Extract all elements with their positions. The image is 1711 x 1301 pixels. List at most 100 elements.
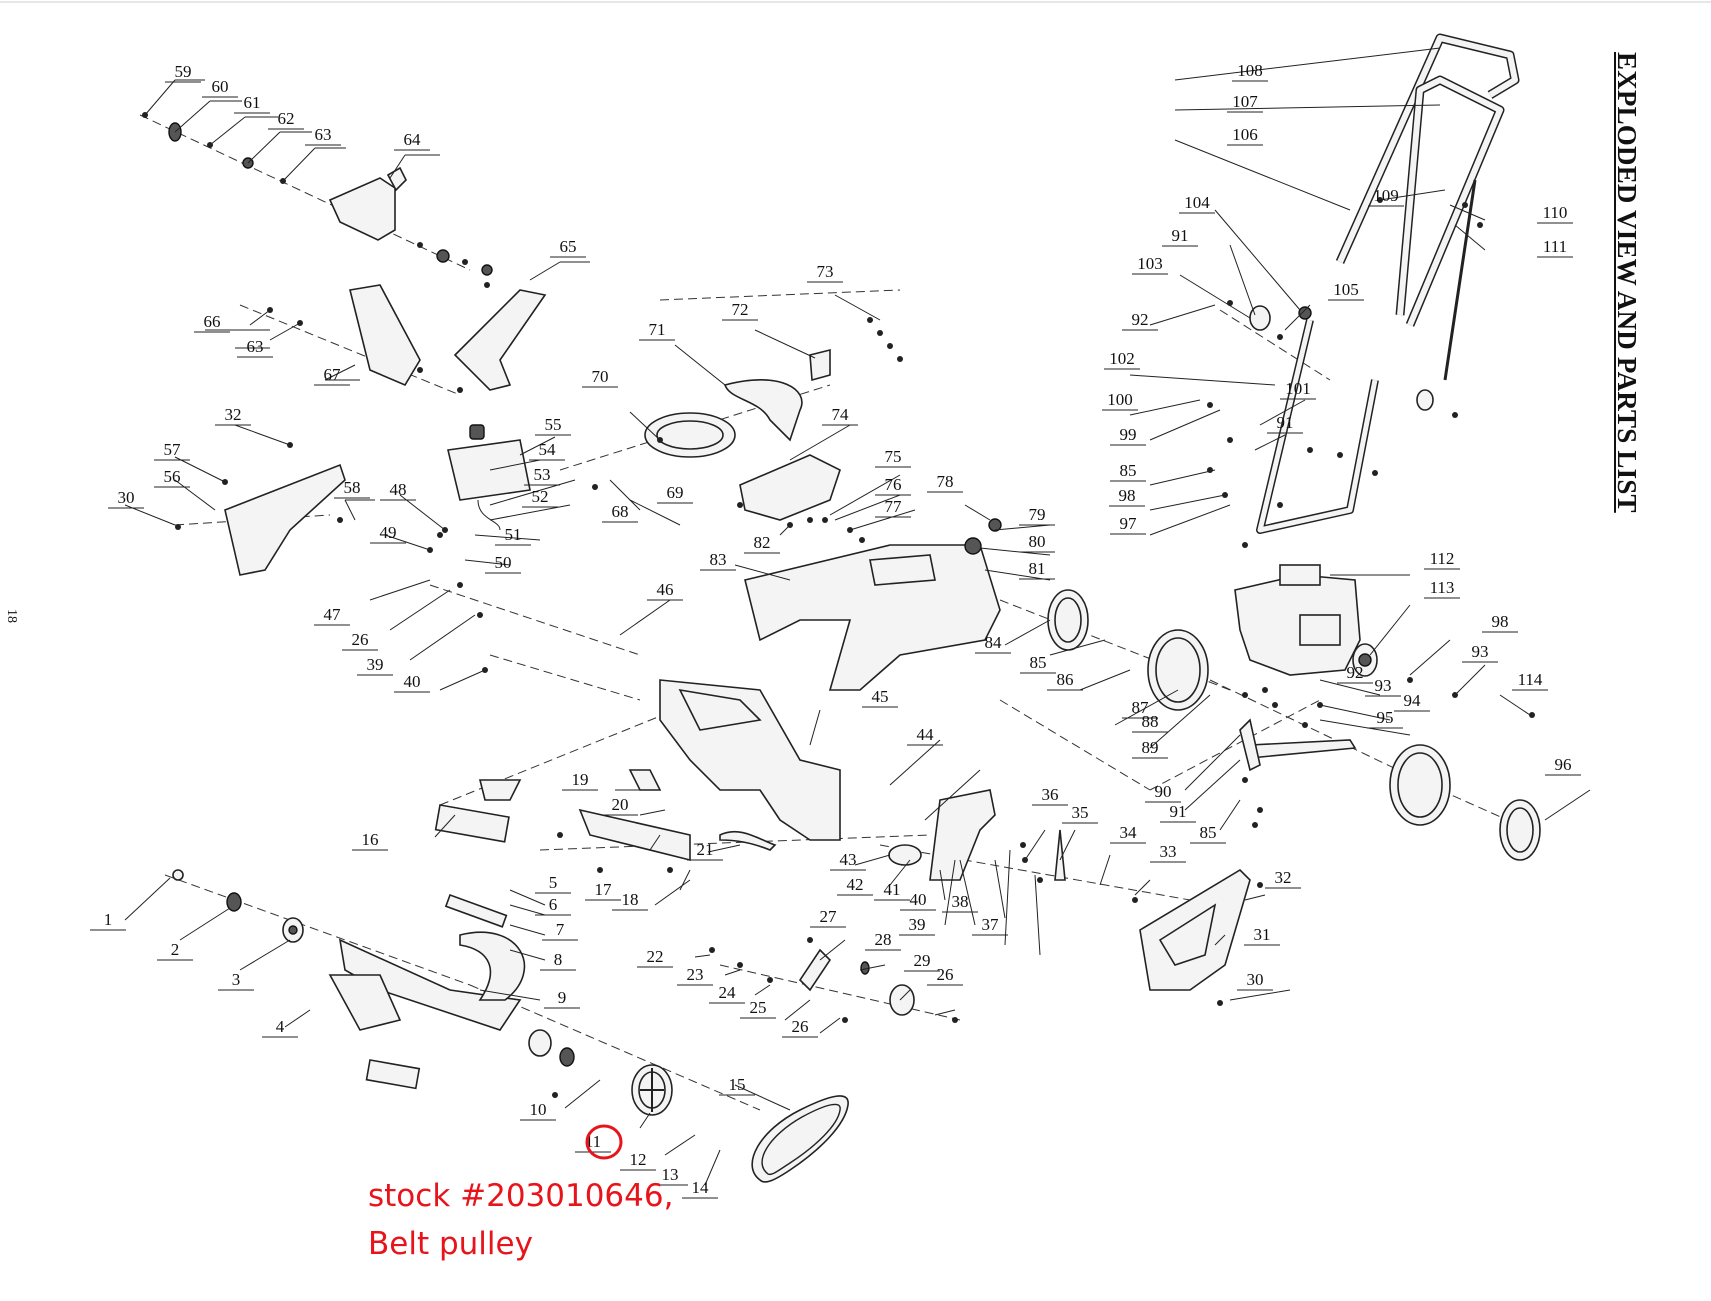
part-label-85: 85 <box>1030 653 1047 672</box>
part-label-29: 29 <box>914 951 931 970</box>
part-label-47: 47 <box>324 605 342 624</box>
chute-assembly <box>168 122 547 391</box>
part-label-112: 112 <box>1430 549 1455 568</box>
drive-bracket <box>798 789 1066 1016</box>
part-label-107: 107 <box>1232 92 1258 111</box>
dash-panel <box>739 454 841 521</box>
part-label-17: 17 <box>595 880 613 899</box>
part-label-51: 51 <box>505 525 522 544</box>
part-label-88: 88 <box>1142 712 1159 731</box>
part-label-93: 93 <box>1472 642 1489 661</box>
part-label-111: 111 <box>1543 237 1567 256</box>
main-housing <box>434 679 841 862</box>
part-label-24: 24 <box>719 983 737 1002</box>
part-label-93: 93 <box>1375 676 1392 695</box>
part-label-10: 10 <box>530 1100 547 1119</box>
part-label-82: 82 <box>754 533 771 552</box>
part-label-39: 39 <box>909 915 926 934</box>
part-label-91: 91 <box>1277 413 1294 432</box>
part-description-callout: Belt pulley <box>368 1226 533 1262</box>
part-label-18: 18 <box>622 890 639 909</box>
part-label-56: 56 <box>164 467 181 486</box>
part-label-30: 30 <box>1247 970 1264 989</box>
part-label-40: 40 <box>404 672 421 691</box>
part-label-40: 40 <box>910 890 927 909</box>
part-label-12: 12 <box>630 1150 647 1169</box>
part-label-66: 66 <box>204 312 221 331</box>
part-label-2: 2 <box>171 940 180 959</box>
part-label-73: 73 <box>817 262 834 281</box>
part-label-13: 13 <box>662 1165 679 1184</box>
part-label-77: 77 <box>885 497 903 516</box>
part-label-72: 72 <box>732 300 749 319</box>
part-label-96: 96 <box>1555 755 1572 774</box>
part-label-61: 61 <box>244 93 261 112</box>
part-label-85: 85 <box>1120 461 1137 480</box>
part-label-27: 27 <box>820 907 838 926</box>
part-label-33: 33 <box>1160 842 1177 861</box>
part-label-81: 81 <box>1029 559 1046 578</box>
part-label-23: 23 <box>687 965 704 984</box>
part-label-60: 60 <box>212 77 229 96</box>
part-label-28: 28 <box>875 930 892 949</box>
part-label-76: 76 <box>885 475 902 494</box>
part-label-44: 44 <box>917 725 935 744</box>
part-label-38: 38 <box>952 892 969 911</box>
part-label-50: 50 <box>495 553 512 572</box>
part-label-5: 5 <box>549 873 558 892</box>
part-label-20: 20 <box>612 795 629 814</box>
handle-assembly <box>1249 33 1520 534</box>
part-label-70: 70 <box>592 367 609 386</box>
part-label-26: 26 <box>792 1017 809 1036</box>
part-label-26: 26 <box>937 965 954 984</box>
part-label-6: 6 <box>549 895 558 914</box>
part-label-71: 71 <box>649 320 666 339</box>
part-label-22: 22 <box>647 947 664 966</box>
part-label-8: 8 <box>554 950 563 969</box>
part-label-104: 104 <box>1184 193 1210 212</box>
part-label-80: 80 <box>1029 532 1046 551</box>
part-label-90: 90 <box>1155 782 1172 801</box>
part-labels: 1234567891011121314151617181920212223242… <box>90 61 1581 1199</box>
part-label-14: 14 <box>692 1178 710 1197</box>
stock-number-callout: stock #203010646, <box>368 1178 674 1214</box>
page-title: EXPLODED VIEW AND PARTS LIST <box>1612 52 1642 513</box>
part-label-91: 91 <box>1170 802 1187 821</box>
part-label-105: 105 <box>1333 280 1359 299</box>
part-label-34: 34 <box>1120 823 1138 842</box>
part-label-91: 91 <box>1172 226 1189 245</box>
fasteners <box>142 112 1535 1098</box>
part-label-15: 15 <box>729 1075 746 1094</box>
part-label-85: 85 <box>1200 823 1217 842</box>
part-label-36: 36 <box>1042 785 1059 804</box>
part-label-69: 69 <box>667 483 684 502</box>
part-label-114: 114 <box>1518 670 1543 689</box>
part-label-49: 49 <box>380 523 397 542</box>
part-label-41: 41 <box>884 880 901 899</box>
part-label-102: 102 <box>1109 349 1135 368</box>
part-label-58: 58 <box>344 478 361 497</box>
part-label-101: 101 <box>1285 379 1311 398</box>
belt-cover-right <box>1139 868 1251 991</box>
part-label-97: 97 <box>1120 514 1138 533</box>
part-label-19: 19 <box>572 770 589 789</box>
part-label-68: 68 <box>612 502 629 521</box>
part-label-35: 35 <box>1072 803 1089 822</box>
part-label-87: 87 <box>1132 698 1150 717</box>
part-label-57: 57 <box>164 440 182 459</box>
part-label-55: 55 <box>545 415 562 434</box>
engine <box>1234 564 1378 677</box>
part-label-59: 59 <box>175 62 192 81</box>
part-label-74: 74 <box>832 405 850 424</box>
part-label-64: 64 <box>404 130 422 149</box>
part-label-79: 79 <box>1029 505 1046 524</box>
part-label-94: 94 <box>1404 691 1422 710</box>
part-label-92: 92 <box>1347 663 1364 682</box>
part-label-53: 53 <box>534 465 551 484</box>
part-label-7: 7 <box>556 920 565 939</box>
part-label-21: 21 <box>697 840 714 859</box>
part-label-109: 109 <box>1373 186 1399 205</box>
part-label-108: 108 <box>1237 61 1263 80</box>
part-label-3: 3 <box>232 970 241 989</box>
